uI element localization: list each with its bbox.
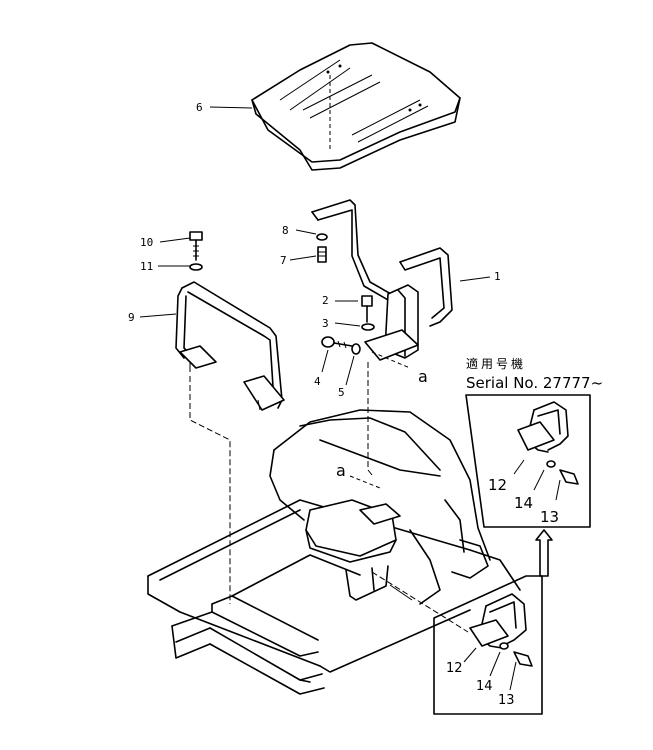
callout-1: 1 xyxy=(494,270,501,283)
callout-9: 9 xyxy=(128,311,135,324)
inset-lower-callout-12: 12 xyxy=(446,661,463,676)
callout-8: 8 xyxy=(282,224,289,237)
bolt-10-washer-11 xyxy=(189,231,203,271)
inset-lower-callout-13: 13 xyxy=(498,693,515,708)
callout-leaders xyxy=(139,106,491,386)
machine-base xyxy=(147,499,521,695)
assembly-leader-lines xyxy=(189,362,469,633)
callout-4: 4 xyxy=(314,375,321,388)
callout-10: 10 xyxy=(140,236,153,249)
reference-a-lower: a xyxy=(336,461,346,480)
bolt-2-washer-3 xyxy=(361,295,375,331)
callout-6: 6 xyxy=(196,101,203,114)
applicability-label: 適用号機 xyxy=(466,356,526,371)
callout-7: 7 xyxy=(280,254,287,267)
callout-2: 2 xyxy=(322,294,329,307)
inset-upper-callout-12: 12 xyxy=(488,476,507,494)
bolt-4-washer-5 xyxy=(321,336,411,369)
serial-number: Serial No. 27777~ xyxy=(466,374,603,392)
callout-11: 11 xyxy=(140,260,153,273)
inset-lower-callout-14: 14 xyxy=(476,679,493,694)
handrail-side xyxy=(175,281,285,411)
callout-3: 3 xyxy=(322,317,329,330)
inset-upper-callout-14: 14 xyxy=(514,494,533,512)
inset-box-upper xyxy=(465,394,591,528)
inset-box-lower xyxy=(433,575,543,715)
reference-a-upper: a xyxy=(418,367,428,386)
inset-upper-callout-13: 13 xyxy=(540,508,559,526)
callout-5: 5 xyxy=(338,386,345,399)
canopy-roof xyxy=(251,42,461,171)
handrail-main xyxy=(311,199,453,361)
inset-arrow-up xyxy=(535,529,553,577)
bolt-7-washer-8 xyxy=(316,233,328,263)
operator-seat xyxy=(305,499,401,601)
cab-shell xyxy=(269,409,491,605)
